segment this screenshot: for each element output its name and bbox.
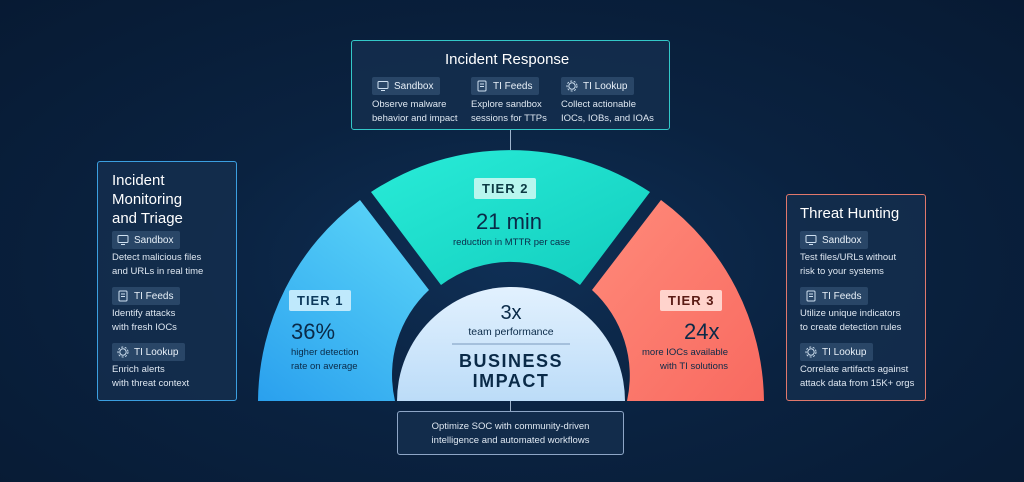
mon-ti-lookup-chip: TI Lookup — [112, 343, 186, 361]
sub-line: more IOCs available — [642, 347, 729, 358]
desc-line: Identify attacks — [112, 308, 176, 319]
desc-line: sessions for TTPs — [471, 113, 547, 124]
gear-icon — [805, 346, 817, 358]
tier2-segment — [371, 150, 650, 285]
business-desc: Optimize SOC with community-driven intel… — [398, 420, 623, 448]
incident-response-panel: Incident Response Sandbox TI Feeds TI Lo… — [351, 40, 670, 130]
desc-line: IOCs, IOBs, and IOAs — [561, 113, 654, 124]
tier1-badge: TIER 1 — [289, 290, 352, 311]
hunt-ti-lookup-chip: TI Lookup — [800, 343, 874, 361]
monitor-icon — [805, 235, 817, 245]
center-subtext: team performance — [468, 326, 554, 338]
tier1-metric: 36% — [291, 319, 336, 344]
desc-line: intelligence and automated workflows — [431, 435, 590, 446]
chip-label: TI Feeds — [134, 290, 174, 302]
desc-line: Explore sandbox — [471, 99, 542, 110]
desc-line: Test files/URLs without — [800, 252, 897, 263]
desc-line: and URLs in real time — [112, 266, 204, 277]
desc-line: with fresh IOCs — [112, 322, 177, 333]
chip-label: Sandbox — [394, 80, 434, 92]
sub-line: with TI solutions — [660, 361, 728, 372]
ir-sandbox-desc: Observe malware behavior and impact — [372, 98, 458, 126]
document-icon — [118, 290, 128, 302]
tier3-badge: TIER 3 — [660, 290, 723, 311]
tier1-subtext: higher detection rate on average — [291, 346, 359, 374]
center-metric: 3x — [500, 302, 522, 324]
mon-ti-lookup-desc: Enrich alerts with threat context — [112, 363, 189, 391]
ir-ti-feeds-desc: Explore sandbox sessions for TTPs — [471, 98, 547, 126]
desc-line: Observe malware — [372, 99, 447, 110]
hunt-sandbox-desc: Test files/URLs without risk to your sys… — [800, 251, 896, 279]
chip-label: TI Lookup — [583, 80, 628, 92]
document-icon — [806, 290, 816, 302]
gear-icon — [566, 80, 578, 92]
desc-line: Utilize unique indicators — [800, 308, 901, 319]
hunt-sandbox-chip: Sandbox — [800, 231, 869, 249]
incident-response-title: Incident Response — [445, 51, 570, 68]
desc-line: attack data from 15K+ orgs — [800, 378, 915, 389]
desc-line: Optimize SOC with community-driven — [431, 421, 590, 432]
title-line: Monitoring — [112, 191, 183, 208]
hunt-ti-lookup-desc: Correlate artifacts against attack data … — [800, 363, 914, 391]
chip-label: TI Feeds — [822, 290, 862, 302]
monitor-icon — [377, 81, 389, 91]
title-line: Incident — [112, 172, 165, 189]
desc-line: to create detection rules — [800, 322, 902, 333]
business-impact-title: BUSINESS IMPACT — [431, 351, 591, 391]
mon-ti-feeds-chip: TI Feeds — [112, 287, 181, 305]
desc-line: Detect malicious files — [112, 252, 202, 263]
chip-label: TI Feeds — [493, 80, 533, 92]
gear-icon — [117, 346, 129, 358]
mon-sandbox-chip: Sandbox — [112, 231, 181, 249]
document-icon — [477, 80, 487, 92]
desc-line: with threat context — [112, 378, 190, 389]
tier2-subtext: reduction in MTTR per case — [453, 237, 571, 248]
connector-bottom — [510, 401, 511, 411]
desc-line: Enrich alerts — [112, 364, 165, 375]
ir-sandbox-chip: Sandbox — [372, 77, 441, 95]
monitor-icon — [117, 235, 129, 245]
desc-line: Correlate artifacts against — [800, 364, 909, 375]
title-line: and Triage — [112, 210, 183, 227]
tier3-subtext: more IOCs available with TI solutions — [642, 346, 728, 374]
chip-label: Sandbox — [822, 234, 862, 246]
desc-line: Collect actionable — [561, 99, 636, 110]
hunting-title: Threat Hunting — [800, 205, 900, 222]
connector-top — [510, 130, 511, 150]
monitoring-title: Incident Monitoring and Triage — [112, 171, 183, 228]
hunt-ti-feeds-chip: TI Feeds — [800, 287, 869, 305]
tier2-metric: 21 min — [476, 209, 543, 234]
mon-ti-feeds-desc: Identify attacks with fresh IOCs — [112, 307, 177, 335]
incident-monitoring-panel: Incident Monitoring and Triage Sandbox D… — [97, 161, 237, 401]
hunt-ti-feeds-desc: Utilize unique indicators to create dete… — [800, 307, 901, 335]
business-impact-box: Optimize SOC with community-driven intel… — [397, 411, 624, 455]
ir-ti-lookup-chip: TI Lookup — [561, 77, 635, 95]
tier3-metric: 24x — [684, 319, 720, 344]
chip-label: TI Lookup — [822, 346, 867, 358]
chip-label: TI Lookup — [134, 346, 179, 358]
desc-line: behavior and impact — [372, 113, 458, 124]
mon-sandbox-desc: Detect malicious files and URLs in real … — [112, 251, 203, 279]
ir-ti-feeds-chip: TI Feeds — [471, 77, 540, 95]
threat-hunting-panel: Threat Hunting Sandbox Test files/URLs w… — [786, 194, 926, 401]
title-line: BUSINESS — [458, 351, 564, 371]
tier2-badge: TIER 2 — [474, 178, 537, 199]
sub-line: rate on average — [291, 361, 358, 372]
ir-ti-lookup-desc: Collect actionable IOCs, IOBs, and IOAs — [561, 98, 654, 126]
title-line: IMPACT — [472, 371, 550, 391]
chip-label: Sandbox — [134, 234, 174, 246]
sub-line: higher detection — [291, 347, 359, 358]
desc-line: risk to your systems — [800, 266, 884, 277]
